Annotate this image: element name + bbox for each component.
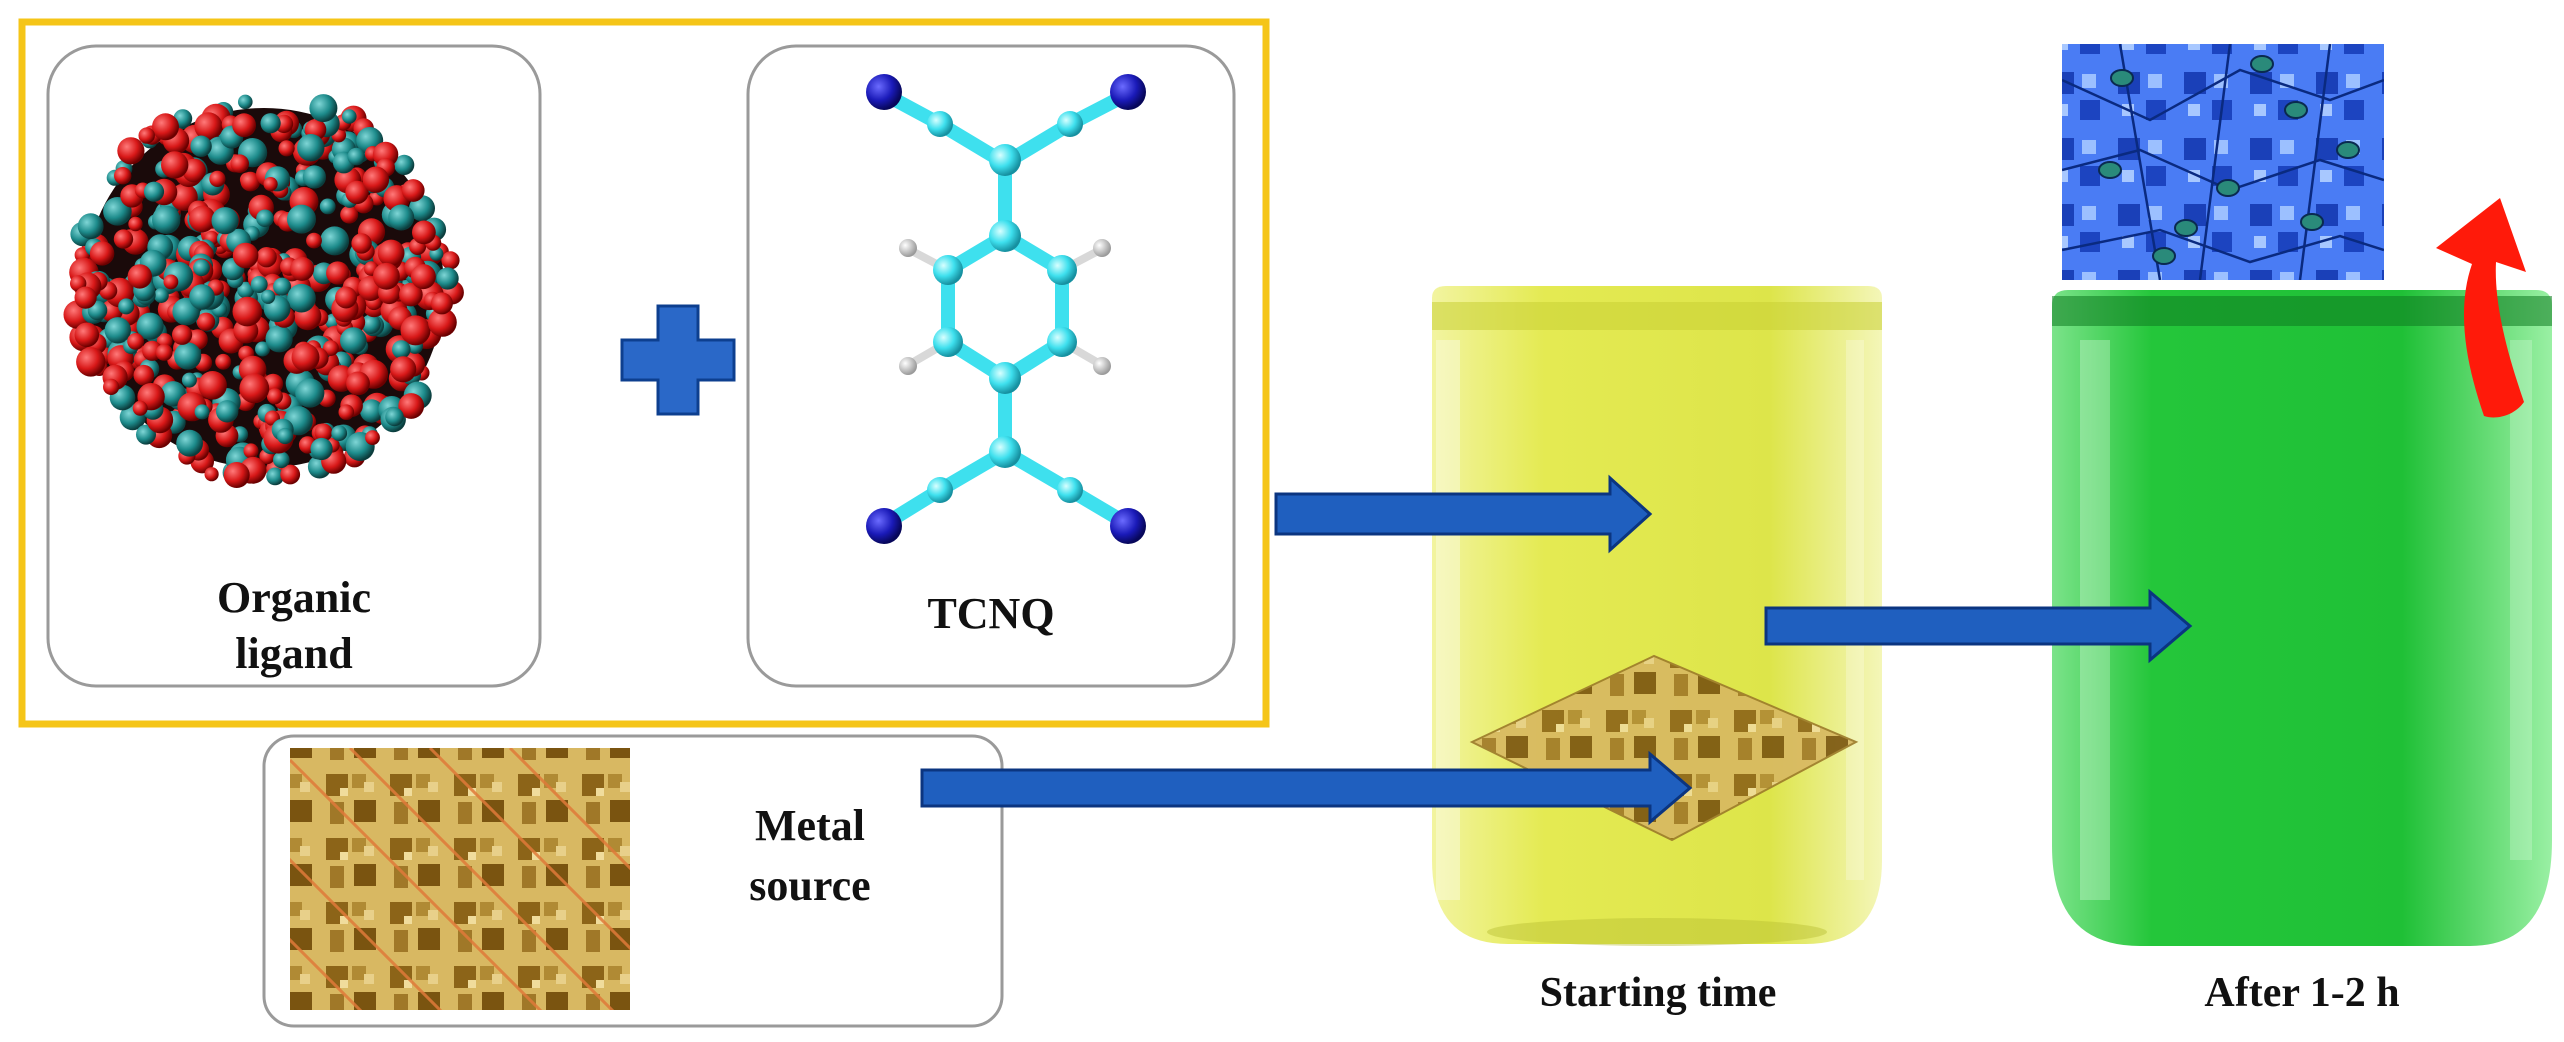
after-time-label: After 1-2 h	[2204, 970, 2399, 1016]
organic-ligand-molecule	[63, 94, 464, 488]
plus-icon	[620, 304, 736, 416]
right-arrow-icon	[1274, 474, 1653, 554]
metal-source-label-line1: Metal	[755, 801, 865, 850]
right-arrow-icon	[920, 750, 1693, 826]
starting-time-label: Starting time	[1540, 970, 1777, 1016]
reactants-highlight-box	[18, 18, 1270, 728]
tcnq-molecule	[866, 74, 1146, 544]
curved-arrow-icon	[2436, 198, 2526, 418]
tcnq-label: TCNQ	[927, 589, 1054, 638]
organic-ligand-label-line1: Organic	[217, 573, 371, 622]
right-arrow-icon	[1764, 588, 2193, 664]
organic-ligand-label-line2: ligand	[235, 629, 352, 678]
metal-source-label-line2: source	[749, 861, 870, 910]
mof-network-image	[2062, 44, 2384, 280]
metal-source-lattice	[290, 748, 630, 1010]
